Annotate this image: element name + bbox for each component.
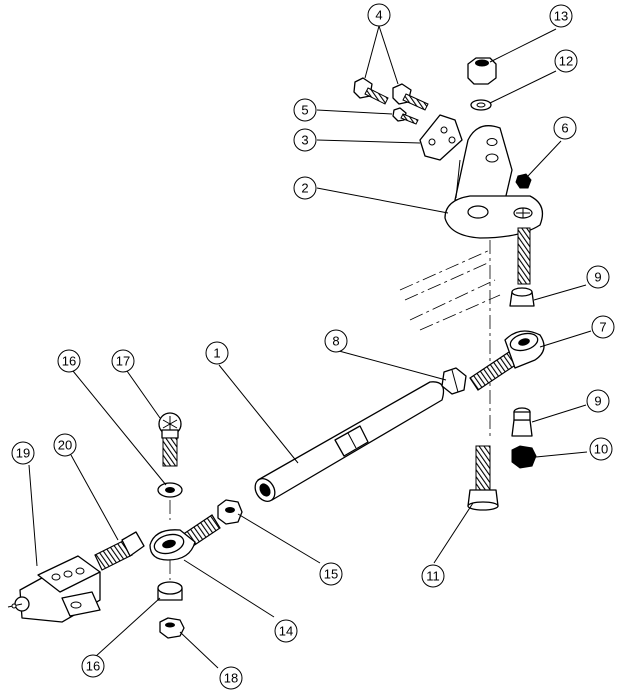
part-7-rod-end (469, 330, 545, 391)
part-11-bolt (467, 445, 499, 511)
callout-3: 3 (293, 128, 317, 152)
svg-text:5: 5 (301, 103, 308, 118)
svg-text:16: 16 (62, 354, 76, 369)
part-16-washer-upper (157, 482, 183, 498)
callout-5: 5 (293, 98, 317, 122)
svg-text:14: 14 (279, 624, 293, 639)
part-8-jam-nut (441, 367, 467, 395)
part-14-rod-end (149, 514, 221, 561)
callout-10: 10 (589, 437, 613, 461)
svg-text:7: 7 (599, 320, 606, 335)
part-4-bolts (353, 77, 429, 111)
part-10-nut (511, 445, 537, 469)
part-19-clevis (7, 555, 101, 623)
callout-2: 2 (293, 176, 317, 200)
bracket-stud (517, 227, 531, 285)
svg-text:13: 13 (554, 9, 568, 24)
callout-11: 11 (421, 564, 445, 588)
callout-4: 4 (367, 3, 391, 27)
svg-text:17: 17 (116, 354, 130, 369)
part-9-spacer-lower (511, 407, 533, 437)
svg-text:10: 10 (594, 442, 608, 457)
svg-text:9: 9 (594, 270, 601, 285)
svg-text:16: 16 (86, 659, 100, 674)
svg-text:2: 2 (301, 181, 308, 196)
svg-text:6: 6 (561, 121, 568, 136)
part-15-jam-nut (217, 499, 243, 525)
svg-text:20: 20 (58, 438, 72, 453)
callout-16-lower: 16 (81, 654, 105, 678)
svg-text:1: 1 (213, 346, 220, 361)
part-3-plate (419, 114, 463, 161)
callout-8: 8 (324, 329, 348, 353)
svg-text:3: 3 (301, 133, 308, 148)
svg-text:18: 18 (224, 671, 238, 686)
callout-7: 7 (591, 315, 615, 339)
callout-9-lower: 9 (586, 389, 610, 413)
callout-14: 14 (274, 619, 298, 643)
callout-20: 20 (53, 433, 77, 457)
part-20-screw (94, 531, 145, 571)
svg-text:8: 8 (332, 334, 339, 349)
callout-1: 1 (205, 341, 229, 365)
part-17-bolt (158, 412, 182, 467)
callout-balloons: 4 13 12 5 6 3 2 9 7 8 1 17 16 9 20 19 10… (11, 3, 615, 690)
callout-6: 6 (553, 116, 577, 140)
svg-text:11: 11 (426, 569, 440, 584)
leader-lines (28, 25, 592, 669)
part-9-spacer-upper (509, 287, 535, 307)
svg-text:9: 9 (594, 394, 601, 409)
callout-19: 19 (11, 441, 35, 465)
part-18-nut (159, 617, 185, 639)
callout-13: 13 (549, 4, 573, 28)
svg-text:12: 12 (559, 54, 573, 69)
callout-15: 15 (319, 562, 343, 586)
svg-text:15: 15 (324, 567, 338, 582)
svg-text:4: 4 (375, 8, 382, 23)
part-1-tube (254, 381, 445, 502)
part-16-washer-lower (157, 581, 183, 601)
callout-9-upper: 9 (586, 265, 610, 289)
part-13-nut (467, 57, 497, 85)
callout-12: 12 (554, 49, 578, 73)
callout-17: 17 (111, 349, 135, 373)
callout-16-upper: 16 (57, 349, 81, 373)
part-5-screw (392, 107, 419, 125)
part-6-nut (515, 173, 532, 189)
svg-text:19: 19 (16, 446, 30, 461)
callout-18: 18 (219, 666, 243, 690)
part-12-washer (470, 99, 492, 111)
